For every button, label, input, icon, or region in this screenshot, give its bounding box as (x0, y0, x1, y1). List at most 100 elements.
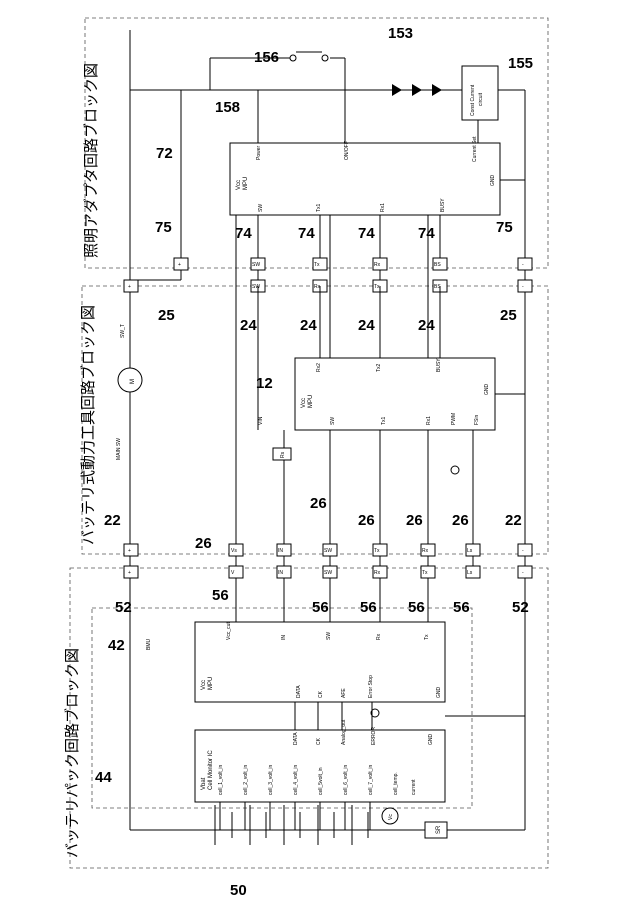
svg-text:Cell Monitor IC: Cell Monitor IC (208, 750, 214, 790)
svg-text:74: 74 (235, 225, 252, 242)
svg-text:ON/OFF: ON/OFF (344, 141, 350, 160)
adapter-terminals: + SW Tx Rx BS - (174, 258, 532, 270)
cell-ic-to-cells-wires (220, 802, 370, 830)
svg-text:cell_2_volt_in: cell_2_volt_in (243, 764, 249, 795)
svg-text:56: 56 (453, 599, 470, 616)
svg-text:IN: IN (278, 570, 283, 576)
svg-text:24: 24 (358, 317, 375, 334)
svg-text:+: + (128, 548, 131, 554)
svg-text:Vcc_cut: Vcc_cut (226, 622, 232, 640)
svg-text:74: 74 (358, 225, 375, 242)
svg-text:75: 75 (496, 219, 513, 236)
svg-text:cell_temp.: cell_temp. (393, 772, 399, 795)
svg-text:56: 56 (312, 599, 329, 616)
svg-text:Error Stop: Error Stop (368, 675, 374, 698)
light-adapter-title: 照明アダプタ回路ブロック図 (82, 63, 100, 258)
svg-text:52: 52 (115, 599, 132, 616)
svg-text:Tx1: Tx1 (316, 203, 322, 212)
svg-text:Rs: Rs (280, 451, 286, 458)
svg-text:12: 12 (256, 375, 273, 392)
led-string (181, 84, 462, 96)
svg-text:Rx2: Rx2 (316, 363, 322, 372)
svg-text:BUSY: BUSY (436, 358, 442, 372)
svg-text:74: 74 (418, 225, 435, 242)
svg-text:CK: CK (318, 690, 324, 698)
svg-text:MPU: MPU (243, 177, 249, 190)
power-tool-title: バッテリ式動力工具回路ブロック図 (79, 305, 97, 545)
svg-text:Ls: Ls (467, 548, 473, 554)
svg-text:Rx: Rx (374, 262, 381, 268)
svg-text:Tx: Tx (374, 548, 380, 554)
svg-text:SW: SW (330, 417, 336, 425)
svg-text:current: current (411, 779, 417, 795)
svg-text:Rx: Rx (422, 548, 429, 554)
bms-mpu (195, 622, 445, 702)
svg-text:Tx: Tx (422, 570, 428, 576)
svg-text:MPU: MPU (208, 677, 214, 690)
svg-text:cell_1_volt_in: cell_1_volt_in (218, 764, 224, 795)
svg-text:SW: SW (326, 632, 332, 640)
svg-text:Tx: Tx (374, 284, 380, 290)
svg-text:VIN: VIN (258, 416, 264, 425)
svg-text:Vcc: Vcc (201, 680, 207, 690)
ic-mpu-bus-wires (295, 702, 525, 730)
svg-text:Tx: Tx (424, 634, 430, 640)
svg-text:22: 22 (104, 512, 121, 529)
tool-mpu (295, 358, 495, 430)
svg-text:M: M (130, 379, 136, 384)
svg-text:+: + (178, 262, 181, 268)
svg-text:cell_7_volt_in: cell_7_volt_in (368, 764, 374, 795)
svg-text:75: 75 (155, 219, 172, 236)
svg-text:52: 52 (512, 599, 529, 616)
svg-text:Vcc: Vcc (301, 398, 307, 408)
svg-text:26: 26 (310, 495, 327, 512)
svg-text:24: 24 (300, 317, 317, 334)
svg-text:GND: GND (436, 687, 442, 699)
svg-text:cell_6_volt_in: cell_6_volt_in (343, 764, 349, 795)
svg-text:IN: IN (281, 635, 287, 640)
svg-text:Tx2: Tx2 (376, 363, 382, 372)
adapter-tool-links (131, 270, 181, 280)
svg-text:SR: SR (436, 825, 442, 834)
svg-text:Const Current: Const Current (470, 84, 476, 116)
svg-text:153: 153 (388, 25, 413, 42)
svg-text:Power: Power (256, 145, 262, 160)
svg-text:74: 74 (298, 225, 315, 242)
svg-text:CK: CK (316, 737, 322, 745)
svg-text:Vs: Vs (231, 548, 237, 554)
svg-text:Ls: Ls (467, 570, 473, 576)
svg-text:PWM: PWM (451, 413, 457, 425)
svg-text:Tx: Tx (314, 262, 320, 268)
svg-text:Vc: Vc (388, 814, 394, 820)
svg-text:Tx1: Tx1 (381, 416, 387, 425)
svg-text:Rx: Rx (376, 633, 382, 640)
svg-text:26: 26 (452, 512, 469, 529)
svg-text:56: 56 (408, 599, 425, 616)
svg-text:25: 25 (158, 307, 175, 324)
svg-text:circuit: circuit (478, 92, 484, 106)
svg-text:cell_3_volt_in: cell_3_volt_in (268, 764, 274, 795)
svg-text:cell_5volt_in: cell_5volt_in (318, 767, 324, 795)
svg-text:24: 24 (418, 317, 435, 334)
svg-text:Vbat: Vbat (201, 777, 207, 790)
battery-cells: SR Vc (130, 805, 525, 845)
svg-text:SW: SW (252, 262, 260, 268)
svg-text:25: 25 (500, 307, 517, 324)
svg-text:22: 22 (505, 512, 522, 529)
svg-text:158: 158 (215, 99, 240, 116)
adapter-switch (290, 52, 328, 61)
svg-text:Rx1: Rx1 (380, 203, 386, 212)
svg-text:26: 26 (195, 535, 212, 552)
svg-text:44: 44 (95, 769, 112, 786)
svg-text:+: + (128, 570, 131, 576)
svg-text:MAIN SW: MAIN SW (116, 438, 122, 460)
svg-text:BS: BS (434, 262, 441, 268)
svg-text:DATA: DATA (293, 732, 299, 745)
svg-text:SW: SW (252, 284, 260, 290)
svg-text:26: 26 (358, 512, 375, 529)
svg-text:MPU: MPU (308, 395, 314, 408)
svg-text:AFE: AFE (341, 688, 347, 698)
battery-pack-title: バッテリパック回路ブロック図 (63, 648, 81, 858)
svg-text:DATA: DATA (296, 685, 302, 698)
adapter-mpu (230, 143, 500, 215)
